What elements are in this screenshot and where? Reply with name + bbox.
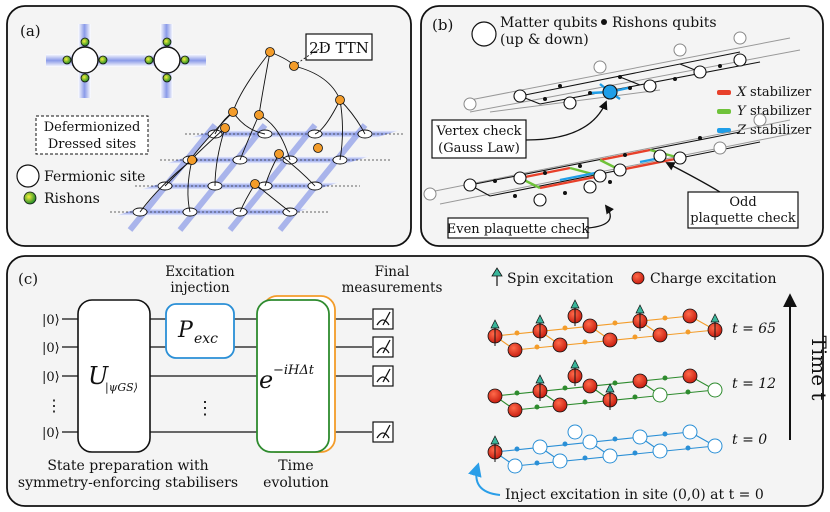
matter-qubits-line2: (up & down) (500, 32, 589, 48)
excitation-legend: Spin excitation Charge excitation (491, 267, 777, 287)
odd-plaquette-arrow (665, 162, 721, 193)
evolution-base: e (259, 366, 273, 394)
panel-a-label: (a) (20, 22, 41, 40)
x-stabilizer-word: stabilizer (750, 85, 812, 100)
z-stabilizer-letter: Z (736, 123, 747, 138)
u-gate-symbol: U (88, 362, 109, 390)
time-label-12: t = 12 (732, 376, 776, 392)
time-axis-label: Time t (807, 336, 830, 401)
dressed-sites-box (35, 115, 149, 155)
matter-qubit-legend-icon (471, 21, 497, 47)
state-prep-line2: symmetry-enforcing stabilisers (18, 475, 238, 491)
middle-vdots: ⋮ (196, 398, 214, 419)
even-plaquette-arrow (587, 204, 614, 229)
final-measurements-line1: Final (375, 264, 410, 280)
rishon-qubits-legend: Rishons qubits (612, 15, 717, 31)
odd-plaquette-line1: Odd (729, 195, 756, 210)
time-label-65: t = 65 (732, 321, 776, 337)
panel-b: (b) Matter qubits (up & down) Rishons qu… (420, 5, 824, 247)
charge-excitation-legend: Charge excitation (650, 271, 777, 287)
fermionic-site (71, 46, 99, 74)
ket-0-a: |0⟩ (42, 313, 60, 328)
ttn-title-box (305, 33, 373, 61)
measurement-meters (372, 308, 394, 443)
z-stabilizer-swatch (717, 128, 731, 133)
time-evolution-line1: Time (278, 458, 313, 474)
odd-plaquette-line2: plaquette check (690, 211, 796, 226)
dressed-box-line1: Defermionized (44, 120, 141, 135)
p-exc-symbol: P (177, 318, 194, 343)
wire-vdots: ⋮ (46, 396, 62, 415)
upper-matter-qubits (463, 31, 747, 111)
legend-fermionic-site: Fermionic site (44, 169, 145, 185)
legend-rishons: Rishons (44, 191, 100, 207)
state-prep-line1: State preparation with (47, 458, 208, 474)
y-stabilizer-word: stabilizer (750, 104, 812, 119)
excitation-injection-line1: Excitation (165, 264, 235, 280)
initial-spin-excitation (490, 435, 500, 445)
ttn-title: 2D TTN (309, 39, 369, 57)
odd-plaquette-box (687, 191, 799, 229)
time-evolution-gate (256, 299, 330, 453)
spin-excitation-legend: Spin excitation (507, 271, 614, 287)
panel-b-frame (420, 5, 824, 247)
vertex-check-line1: Vertex check (436, 124, 522, 139)
panel-a: (a) Defermionized Dressed sites Fermioni… (6, 5, 412, 247)
lattice-t65: t = 65 (487, 299, 776, 358)
matter-qubits-line1: Matter qubits (500, 15, 598, 31)
empty-sites-t0 (507, 424, 723, 474)
panel-b-label: (b) (432, 16, 453, 34)
inject-arrow (468, 462, 501, 496)
even-plaquette-label: Even plaquette check (447, 222, 590, 237)
vertex-check-line2: (Gauss Law) (438, 141, 520, 156)
state-preparation-gate (77, 299, 151, 453)
inject-caption: Inject excitation in site (0,0) at t = 0 (505, 487, 764, 503)
panel-c: (c) Excitation injection Final measureme… (6, 255, 830, 507)
lattice-t12: t = 12 (487, 359, 776, 418)
ket-0-c: |0⟩ (42, 370, 60, 385)
time-label-0: t = 0 (732, 432, 767, 448)
vertex-check-arrow (525, 100, 608, 141)
dressed-sites (46, 24, 206, 98)
rishon-markers (62, 37, 190, 83)
ttn-tensors (187, 47, 345, 189)
x-stabilizer-letter: X (736, 85, 747, 100)
z-stabilizer-word: stabilizer (750, 123, 812, 138)
panel-c-label: (c) (18, 270, 38, 288)
spin-excitations-t12 (539, 366, 611, 410)
rishon-qubit-legend-icon (601, 19, 607, 25)
vertex-check-box (431, 119, 527, 159)
spin-excitation-icon (491, 267, 503, 277)
y-stabilizer-swatch (717, 109, 731, 114)
excitation-injection-line2: injection (170, 280, 230, 296)
vertex-qubit (602, 84, 618, 100)
charge-excitation-icon (631, 271, 645, 285)
u-gate-subscript: |ψGS⟩ (105, 381, 138, 395)
fermionic-site (153, 46, 181, 74)
y-stabilizer-letter: Y (737, 104, 747, 119)
evolution-exponent: −iHΔt (273, 363, 315, 378)
p-exc-subscript: exc (194, 331, 218, 347)
x-stabilizer-swatch (717, 90, 731, 95)
stabilizer-legend: X stabilizer Y stabilizer Z stabilizer (717, 85, 812, 138)
final-measurements-line2: measurements (342, 280, 443, 296)
rishon-legend-icon (23, 191, 37, 205)
ket-0-b: |0⟩ (42, 341, 60, 356)
lower-matter-qubits (463, 149, 687, 207)
ket-0-d: |0⟩ (42, 426, 60, 441)
fermionic-site-legend-icon (16, 164, 40, 188)
excitation-gate (165, 303, 235, 359)
spin-excitations-t65 (494, 306, 716, 346)
time-evolution-line2: evolution (263, 475, 329, 491)
lattice-t0: t = 0 (487, 424, 767, 474)
dressed-box-line2: Dressed sites (48, 137, 136, 152)
